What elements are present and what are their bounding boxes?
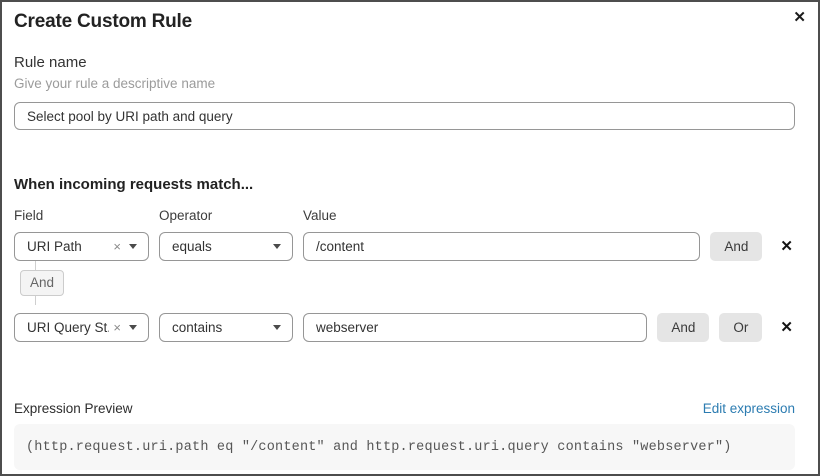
field-column-label: Field xyxy=(14,208,44,223)
remove-condition-icon[interactable]: ✕ xyxy=(780,319,793,336)
rule-name-input[interactable] xyxy=(14,102,795,130)
dialog-title: Create Custom Rule xyxy=(14,11,192,32)
operator-select-value: equals xyxy=(172,239,212,254)
chevron-down-icon xyxy=(129,325,137,330)
value-input[interactable] xyxy=(303,232,701,261)
chevron-down-icon xyxy=(273,325,281,330)
remove-condition-icon[interactable]: ✕ xyxy=(780,238,793,255)
operator-select[interactable]: equals xyxy=(159,232,293,261)
field-select-value: URI Query St... xyxy=(27,320,110,335)
chevron-down-icon xyxy=(129,244,137,249)
and-connector-badge: And xyxy=(20,270,65,296)
chevron-down-icon xyxy=(273,244,281,249)
expression-preview-code: (http.request.uri.path eq "/content" and… xyxy=(14,424,795,470)
condition-row: URI Path × equals And ✕ xyxy=(14,232,795,261)
and-button[interactable]: And xyxy=(710,232,763,261)
match-heading: When incoming requests match... xyxy=(14,176,254,193)
rule-name-hint: Give your rule a descriptive name xyxy=(14,76,216,91)
condition-row: URI Query St... × contains And Or ✕ xyxy=(14,313,795,342)
expression-header: Expression Preview Edit expression xyxy=(14,401,795,416)
condition-connector: And xyxy=(14,261,795,305)
and-button[interactable]: And xyxy=(657,313,710,342)
field-select[interactable]: URI Path × xyxy=(14,232,149,261)
field-select[interactable]: URI Query St... × xyxy=(14,313,149,342)
connector-line xyxy=(35,261,36,270)
or-button[interactable]: Or xyxy=(719,313,763,342)
edit-expression-link[interactable]: Edit expression xyxy=(702,401,795,416)
operator-column-label: Operator xyxy=(159,208,213,223)
connector-line xyxy=(35,296,36,305)
operator-select-value: contains xyxy=(172,320,223,335)
field-select-value: URI Path xyxy=(27,239,82,254)
close-icon[interactable]: ✕ xyxy=(789,8,810,27)
expression-preview-label: Expression Preview xyxy=(14,401,133,416)
value-input[interactable] xyxy=(303,313,648,342)
value-column-label: Value xyxy=(303,208,337,223)
rule-name-label: Rule name xyxy=(14,54,87,71)
column-labels: Field Operator Value xyxy=(14,208,795,224)
clear-selection-icon[interactable]: × xyxy=(113,320,121,335)
operator-select[interactable]: contains xyxy=(159,313,293,342)
clear-selection-icon[interactable]: × xyxy=(113,239,121,254)
